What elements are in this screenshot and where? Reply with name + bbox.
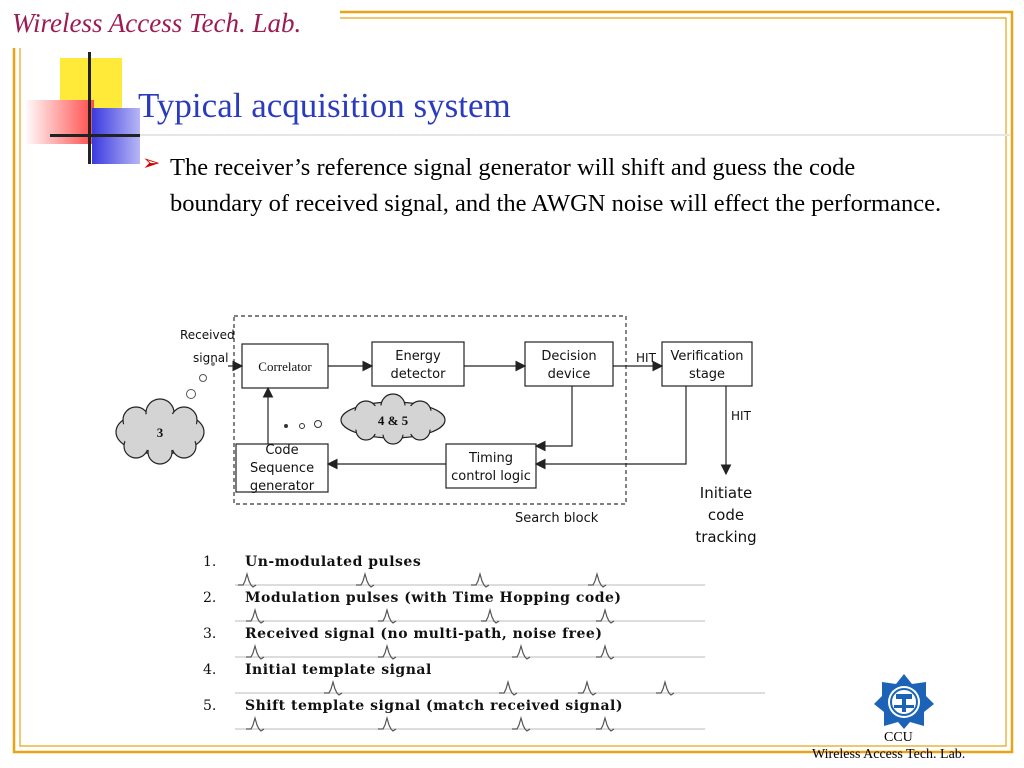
corner-decoration [0,0,1010,170]
pulse-num-2: 2. [203,590,217,606]
pulse-num-1: 1. [203,554,217,570]
footer-ccu: CCU [884,730,913,745]
acquisition-diagram: Received signal Correlator Energy detect… [115,315,757,546]
energy-detector-label-2: detector [391,367,447,382]
pulse-label-1: Un-modulated pulses [245,554,422,570]
hit-label-1: HIT [636,351,657,365]
received-signal-label-2: signal [193,351,229,365]
energy-detector-label: Energy [395,349,441,364]
pulse-num-5: 5. [203,698,217,714]
decision-device-label: Decision [541,349,596,364]
code-sequence-label-3: generator [250,479,315,494]
cloud-3-label: 3 [157,425,164,440]
code-sequence-label-2: Sequence [250,461,314,476]
bullet-text: The receiver’s reference signal generato… [170,154,942,217]
decision-device-label-2: device [548,367,591,382]
code-sequence-box [235,443,329,493]
search-block-region [233,315,627,505]
footer-lab: Wireless Access Tech. Lab. [812,747,966,762]
ccu-logo-icon [874,674,934,729]
verification-label-2: stage [689,367,725,382]
verification-stage-box [661,341,753,387]
pulse-label-5: Shift template signal (match received si… [245,698,623,714]
pulse-num-3: 3. [203,626,217,642]
search-block-label: Search block [515,511,599,526]
verification-label: Verification [670,349,743,364]
pulse-label-3: Received signal (no multi-path, noise fr… [245,626,603,642]
slide-title: Typical acquisition system [138,86,511,125]
pulse-label-4: Initial template signal [245,662,432,678]
pulse-num-4: 4. [203,662,217,678]
hit-label-2: HIT [731,409,752,423]
pulse-figure: 1. Un-modulated pulses 2. Modulation pul… [195,550,775,740]
correlator-label: Correlator [258,359,312,374]
received-signal-label: Received [180,328,235,342]
cloud-4-5 [340,393,446,445]
pulse-waveforms [235,573,765,732]
lab-title: Wireless Access Tech. Lab. [12,8,302,38]
timing-control-label: Timing [468,451,513,466]
code-sequence-label: Code [265,443,298,458]
initiate-label: Initiate [700,484,752,502]
energy-detector-box [371,341,465,387]
bullet-arrow-icon: ➢ [142,150,161,175]
cloud-4-5-label: 4 & 5 [378,413,409,428]
timing-control-label-2: control logic [451,469,531,484]
initiate-label-3: tracking [695,528,756,546]
pulse-label-2: Modulation pulses (with Time Hopping cod… [245,590,622,606]
timing-control-box [445,443,537,489]
initiate-label-2: code [708,506,744,524]
cloud-3 [115,398,205,465]
